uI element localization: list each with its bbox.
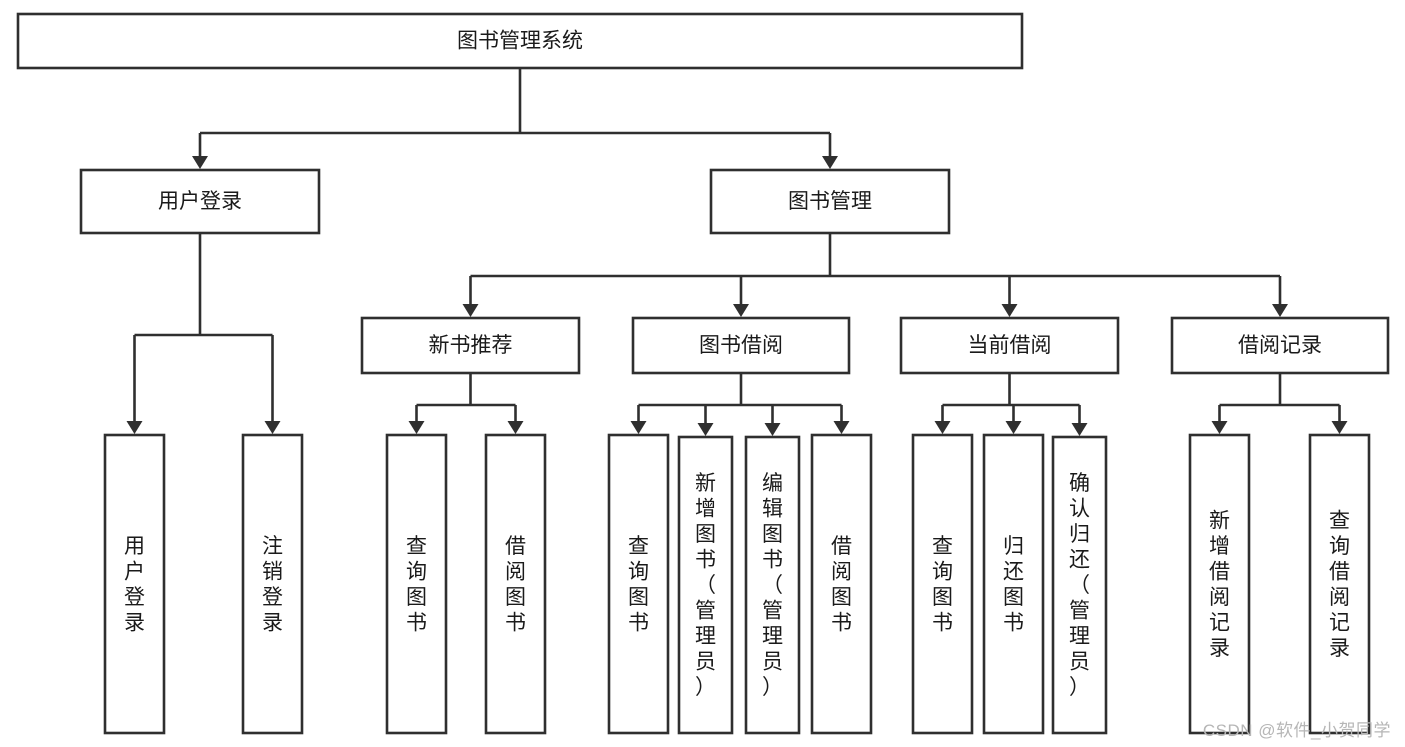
node-l3_2[interactable]: 当前借阅 bbox=[899, 316, 1120, 375]
node-l2_1[interactable]: 图书管理 bbox=[709, 168, 951, 235]
node-root[interactable]: 图书管理系统 bbox=[16, 12, 1024, 70]
node-leaf_9[interactable]: 归还图书 bbox=[982, 433, 1045, 735]
node-box bbox=[1170, 316, 1390, 375]
node-label: 图书管理 bbox=[788, 190, 872, 213]
node-box bbox=[911, 433, 974, 735]
node-label: 新增借阅记录 bbox=[1209, 509, 1230, 660]
node-box bbox=[16, 12, 1024, 70]
node-leaf_6[interactable]: 编辑图书（管理员） bbox=[744, 435, 801, 735]
node-leaf_3[interactable]: 借阅图书 bbox=[484, 433, 547, 735]
node-label: 确认归还（管理员） bbox=[1069, 472, 1090, 699]
node-leaf_0[interactable]: 用户登录 bbox=[103, 433, 166, 735]
node-box bbox=[810, 433, 873, 735]
node-box bbox=[1308, 433, 1371, 735]
node-label: 图书借阅 bbox=[699, 334, 783, 357]
node-box bbox=[744, 435, 801, 735]
node-label: 归还图书 bbox=[1003, 535, 1024, 635]
node-box bbox=[484, 433, 547, 735]
node-l3_1[interactable]: 图书借阅 bbox=[631, 316, 851, 375]
node-box bbox=[241, 433, 304, 735]
node-box bbox=[709, 168, 951, 235]
node-box bbox=[385, 433, 448, 735]
node-box bbox=[1188, 433, 1251, 735]
node-label: 借阅图书 bbox=[505, 535, 526, 635]
node-box bbox=[631, 316, 851, 375]
node-label: 注销登录 bbox=[262, 535, 283, 635]
node-label: 借阅图书 bbox=[831, 535, 852, 635]
node-label: 借阅记录 bbox=[1238, 334, 1322, 357]
node-box bbox=[79, 168, 321, 235]
node-label: 查询图书 bbox=[628, 535, 649, 635]
node-leaf_12[interactable]: 查询借阅记录 bbox=[1308, 433, 1371, 735]
node-label: 编辑图书（管理员） bbox=[762, 472, 783, 699]
node-leaf_7[interactable]: 借阅图书 bbox=[810, 433, 873, 735]
node-leaf_5[interactable]: 新增图书（管理员） bbox=[677, 435, 734, 735]
node-leaf_11[interactable]: 新增借阅记录 bbox=[1188, 433, 1251, 735]
node-box bbox=[103, 433, 166, 735]
node-leaf_2[interactable]: 查询图书 bbox=[385, 433, 448, 735]
node-label: 查询借阅记录 bbox=[1329, 509, 1350, 660]
nodes-layer: 图书管理系统用户登录图书管理新书推荐图书借阅当前借阅借阅记录用户登录注销登录查询… bbox=[16, 12, 1390, 735]
node-label: 用户登录 bbox=[124, 535, 145, 635]
node-label: 查询图书 bbox=[406, 535, 427, 635]
node-box bbox=[360, 316, 581, 375]
node-leaf_4[interactable]: 查询图书 bbox=[607, 433, 670, 735]
node-box bbox=[1051, 435, 1108, 735]
node-label: 用户登录 bbox=[158, 190, 242, 213]
node-leaf_10[interactable]: 确认归还（管理员） bbox=[1051, 435, 1108, 735]
node-l3_0[interactable]: 新书推荐 bbox=[360, 316, 581, 375]
node-l3_3[interactable]: 借阅记录 bbox=[1170, 316, 1390, 375]
node-box bbox=[899, 316, 1120, 375]
node-l2_0[interactable]: 用户登录 bbox=[79, 168, 321, 235]
edges-layer bbox=[126, 68, 1348, 436]
node-label: 新书推荐 bbox=[429, 334, 513, 357]
node-box bbox=[982, 433, 1045, 735]
node-label: 图书管理系统 bbox=[457, 30, 583, 53]
node-label: 当前借阅 bbox=[968, 334, 1052, 357]
node-label: 新增图书（管理员） bbox=[695, 472, 716, 699]
node-leaf_1[interactable]: 注销登录 bbox=[241, 433, 304, 735]
node-leaf_8[interactable]: 查询图书 bbox=[911, 433, 974, 735]
node-box bbox=[677, 435, 734, 735]
node-label: 查询图书 bbox=[932, 535, 953, 635]
node-box bbox=[607, 433, 670, 735]
